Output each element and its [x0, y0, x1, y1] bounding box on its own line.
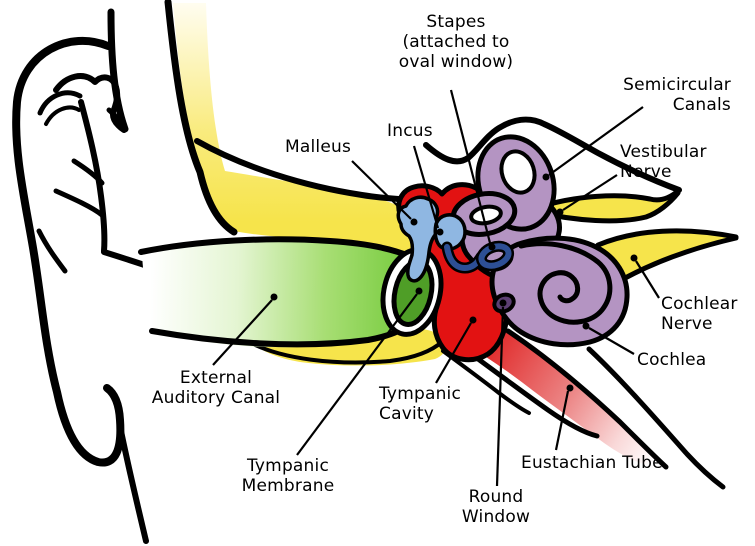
eustachian-tube-fold-line	[441, 349, 531, 415]
label-tympanic-membrane: Tympanic Membrane	[242, 456, 335, 496]
label-line: External	[179, 368, 253, 388]
eustachian-tube-upper-line	[505, 328, 669, 470]
label-line: Round	[468, 487, 524, 507]
leader-dot-stapes	[488, 243, 496, 251]
label-line: Nerve	[620, 162, 672, 182]
label-stapes: Stapes (attached to oval window)	[399, 12, 514, 72]
leader-lines	[212, 89, 660, 487]
label-line: Auditory Canal	[151, 388, 281, 408]
external-auditory-canal	[138, 236, 414, 348]
vestibular-nerve-bottom-edge	[533, 190, 681, 224]
eustachian-tube	[441, 326, 726, 490]
leader-dot-external-auditory-canal	[270, 293, 278, 301]
bone-lower-edge	[251, 339, 445, 365]
label-line: oval window)	[398, 52, 514, 72]
label-line: Tympanic	[246, 456, 329, 476]
leader-round-window	[495, 306, 505, 487]
leader-incus	[412, 145, 440, 229]
leader-dot-cochlear-nerve	[630, 254, 638, 262]
label-line: Cochlea	[637, 350, 707, 370]
label-external-auditory-canal: External Auditory Canal	[152, 368, 280, 408]
postauricular-line	[107, 8, 129, 133]
concha-fold-lower	[53, 188, 105, 218]
label-malleus: Malleus	[285, 137, 351, 157]
label-line: Semicircular	[623, 75, 731, 95]
leader-stapes	[449, 89, 492, 244]
label-line: Cavity	[379, 404, 434, 424]
skull-inner-ear-arch	[423, 116, 682, 193]
leader-dot-tympanic-membrane	[415, 287, 423, 295]
leader-dot-vestibular-nerve	[556, 208, 564, 216]
bone-upper-fill	[173, 3, 411, 260]
leader-dot-round-window	[499, 299, 507, 307]
incus-bone	[433, 213, 467, 251]
antihelix-arc-inner	[44, 105, 81, 126]
cochlear-nerve-fill	[600, 230, 736, 281]
cochlear-nerve-top-edge	[595, 228, 739, 248]
label-line: Window	[461, 507, 531, 527]
leader-tympanic-membrane	[296, 293, 418, 456]
label-tympanic-cavity: Tympanic Cavity	[379, 384, 461, 424]
canal-fill	[142, 239, 412, 348]
label-semicircular-canals: Semicircular Canals	[623, 75, 731, 115]
temporal-bone	[164, 0, 739, 366]
leader-dot-semicircular-canals	[542, 173, 550, 181]
leader-cochlea	[588, 327, 635, 355]
label-line: Tympanic	[379, 384, 462, 404]
leader-vestibular-nerve	[562, 174, 618, 211]
label-cochlea: Cochlea	[637, 350, 706, 370]
cochlea-spiral	[518, 241, 613, 325]
leader-dot-malleus	[410, 218, 418, 226]
vestibular-nerve-top-edge	[533, 188, 681, 211]
leader-eustachian-tube	[554, 390, 570, 451]
label-line: Membrane	[241, 476, 335, 496]
leader-dot-eustachian-tube	[566, 384, 574, 392]
label-line: (attached to	[402, 32, 510, 52]
inner-ear	[450, 134, 630, 348]
skin-fold-line	[164, 0, 238, 236]
label-line: Vestibular	[620, 142, 707, 162]
antihelix-arc-outer	[37, 90, 83, 116]
leader-dot-tympanic-cavity	[469, 316, 477, 324]
eustachian-tube-fill	[450, 326, 666, 467]
leader-external-auditory-canal	[212, 299, 273, 366]
label-cochlear-nerve: Cochlear Nerve	[661, 294, 738, 334]
concha-fold-upper	[71, 158, 105, 186]
semicircular-canal-superior-hole	[499, 149, 537, 195]
leader-malleus	[351, 160, 412, 220]
antihelix-ridge	[78, 99, 108, 254]
label-line: Nerve	[661, 314, 713, 334]
antihelix-hook	[53, 73, 127, 133]
leader-cochlear-nerve	[635, 260, 660, 299]
label-line: Incus	[387, 121, 433, 141]
leader-tympanic-cavity	[435, 322, 472, 384]
leader-dot-incus	[436, 228, 444, 236]
label-eustachian-tube: Eustachian Tube	[521, 453, 663, 473]
label-incus: Incus	[387, 121, 433, 141]
label-round-window: Round Window	[462, 487, 530, 527]
jaw-line	[117, 423, 149, 544]
label-line: Eustachian Tube	[521, 453, 663, 473]
label-line: Malleus	[285, 137, 352, 157]
semicircular-canal-lateral-hole	[469, 204, 503, 226]
label-line: Cochlear	[661, 294, 738, 314]
leader-semicircular-canals	[548, 106, 644, 176]
leader-dot-cochlea	[582, 322, 590, 330]
label-vestibular-nerve: Vestibular Nerve	[620, 142, 707, 182]
label-line: Stapes	[426, 12, 486, 32]
lobe-inner-curve	[36, 228, 68, 274]
eustachian-tube-outer-line	[586, 346, 726, 490]
label-line: Canals	[672, 95, 731, 115]
cochlear-nerve-bottom-edge	[615, 235, 739, 285]
canal-top-edge	[138, 236, 412, 259]
